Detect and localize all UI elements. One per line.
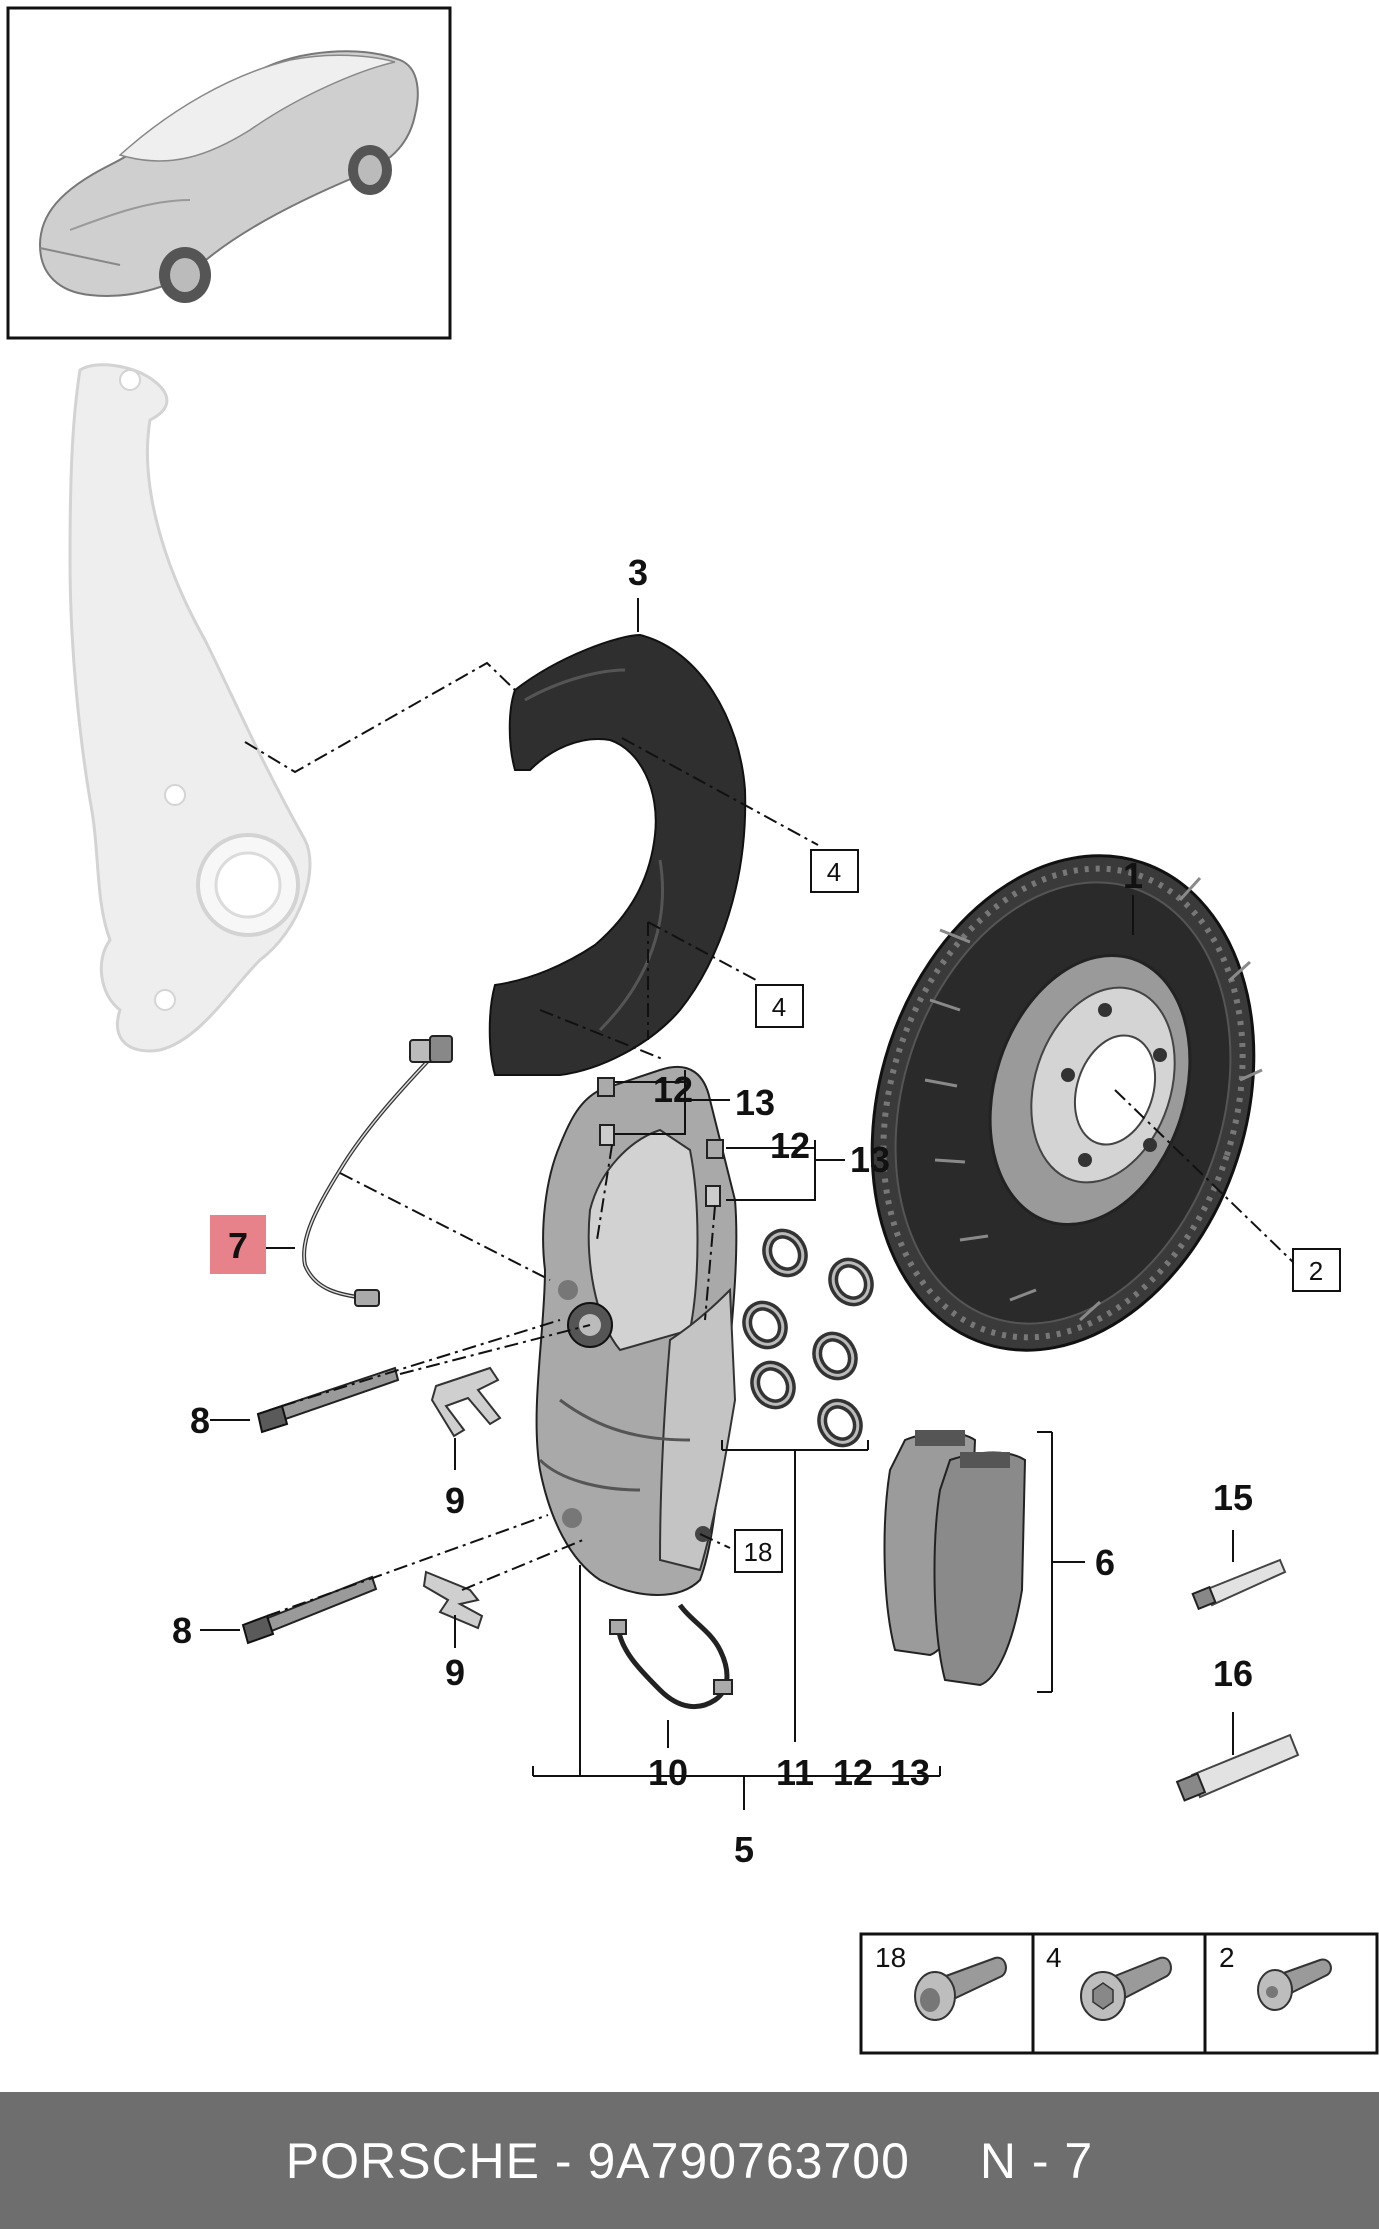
caliper-bolt-top	[256, 1366, 400, 1434]
paste-tube-16	[1175, 1733, 1300, 1802]
boxed-refs	[734, 849, 1341, 1573]
vehicle-thumbnail	[6, 6, 452, 340]
bleeder-valve-b	[705, 1139, 724, 1207]
footer-part-number: PORSCHE - 9A790763700	[285, 2132, 910, 2189]
callout-seals: 11	[776, 1752, 814, 1793]
anti-rattle-clip-bottom	[422, 1570, 484, 1630]
callout-bolt-bottom: 8	[172, 1610, 192, 1651]
steering-knuckle	[68, 363, 312, 1053]
callout-paste-15: 15	[1213, 1477, 1253, 1518]
caliper-bolt-bottom	[241, 1575, 378, 1645]
callout-clip-bottom: 9	[445, 1652, 465, 1693]
callout-bolt-top: 8	[190, 1400, 210, 1441]
footer-page-ref: N - 7	[979, 2132, 1094, 2189]
callout-screw-ref-caliper: 18	[744, 1537, 773, 1567]
brake-pads	[883, 1430, 1027, 1687]
callout-wear-sensor: 7	[228, 1225, 248, 1266]
callout-bleeder-b: 12	[770, 1125, 810, 1166]
callout-clip-top: 9	[445, 1480, 465, 1521]
brake-line	[609, 1603, 733, 1710]
callout-bleeder-a-cap: 13	[735, 1082, 775, 1123]
anti-rattle-clip-top	[430, 1366, 502, 1438]
callout-pads: 6	[1095, 1542, 1115, 1583]
callout-highlight	[210, 1215, 266, 1274]
callout-shield: 3	[628, 552, 648, 593]
wear-sensor	[302, 1035, 453, 1307]
leader-lines	[200, 598, 1234, 1810]
assembly-lines	[244, 661, 1294, 1617]
callout-paste-16: 16	[1213, 1653, 1253, 1694]
callout-brake-line: 10	[648, 1752, 688, 1793]
legend-label-18: 18	[875, 1942, 906, 1973]
part-number-footer: PORSCHE - 9A790763700 N - 7	[0, 2092, 1379, 2229]
callout-bottom-13: 13	[890, 1752, 930, 1793]
paste-tube-15	[1191, 1558, 1287, 1611]
legend-label-4: 4	[1046, 1942, 1062, 1973]
brake-disc	[870, 854, 1263, 1352]
torx-collar-bolt-icon	[914, 1956, 1007, 2021]
callout-screw-ref-disc: 2	[1309, 1256, 1323, 1286]
legend-label-2: 2	[1219, 1942, 1235, 1973]
countersunk-screw-icon	[1257, 1958, 1332, 2011]
callout-disc: 1	[1123, 855, 1143, 896]
hex-flange-bolt-icon	[1080, 1956, 1172, 2021]
bleeder-valve-a	[597, 1077, 615, 1146]
callout-bleeder-a: 12	[653, 1069, 693, 1110]
callout-caliper: 5	[734, 1829, 754, 1870]
callout-screw-ref-shield-b: 4	[772, 992, 786, 1022]
callout-bleeder-b-cap: 13	[850, 1139, 890, 1180]
dust-shield	[488, 633, 747, 1076]
brake-caliper	[535, 1065, 738, 1596]
callout-screw-ref-shield-a: 4	[827, 857, 841, 887]
callout-bottom-12: 12	[833, 1752, 873, 1793]
